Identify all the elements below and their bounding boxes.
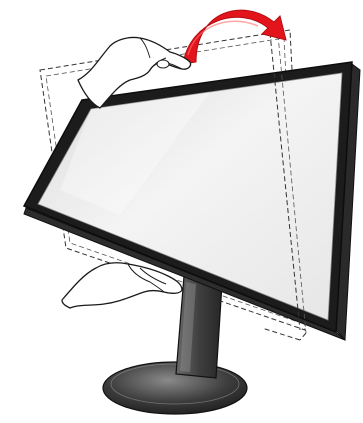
- stand-neck: [176, 276, 222, 378]
- hand-icon: [62, 263, 182, 308]
- stand-base: [103, 362, 247, 414]
